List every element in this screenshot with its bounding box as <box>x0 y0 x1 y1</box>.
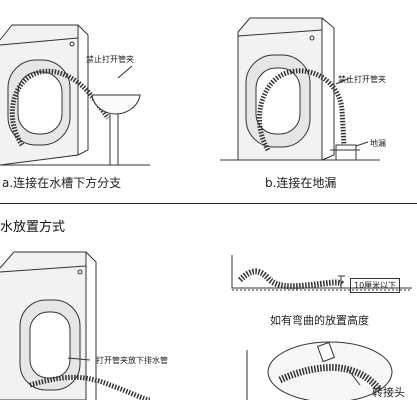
drain-hose-b <box>257 68 347 152</box>
washing-machine-c <box>0 251 97 400</box>
callout-no-clamp-a: 禁止打开管夹 <box>86 55 134 64</box>
section-heading: 水放置方式 <box>0 220 66 235</box>
sink-basin <box>91 94 141 115</box>
adapter-label: 转接头 <box>372 386 405 399</box>
callout-floor-drain: 地漏 <box>370 139 386 148</box>
washing-machine-b <box>237 17 335 161</box>
drain-hose-a <box>9 68 111 147</box>
caption-b: b.连接在地漏 <box>265 176 337 190</box>
adapter-diagram <box>246 341 393 400</box>
section-divider <box>0 203 417 204</box>
callout-open-clamp: 打开管夹放下排水管 <box>96 356 168 365</box>
washing-machine-a <box>0 24 89 166</box>
drain-hose-c <box>29 374 151 400</box>
callout-no-clamp-b: 禁止打开管夹 <box>338 75 386 84</box>
height-label: 10厘米以下 <box>350 278 401 293</box>
hose-height-diagram <box>231 255 412 291</box>
bend-caption: 如有弯曲的放置高度 <box>270 314 369 327</box>
caption-a: a.连接在水槽下方分支 <box>2 176 122 190</box>
